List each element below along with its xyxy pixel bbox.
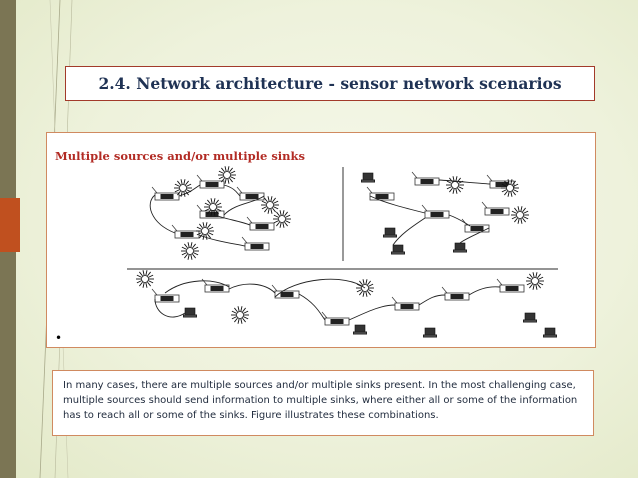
sensor-node xyxy=(496,278,525,293)
description-box: In many cases, there are multiple source… xyxy=(52,370,594,436)
network-scenarios-figure xyxy=(127,166,558,338)
source-burst-icon xyxy=(446,176,464,194)
link-line xyxy=(274,278,366,298)
sensor-node xyxy=(411,171,440,186)
source-burst-icon xyxy=(218,166,236,184)
link-line xyxy=(164,280,230,294)
link-line xyxy=(198,234,246,247)
source-burst-icon xyxy=(273,210,291,228)
source-burst-icon xyxy=(204,198,222,216)
link-line xyxy=(223,195,265,216)
sensor-node xyxy=(321,311,350,326)
link-line xyxy=(178,184,201,197)
link-line xyxy=(418,294,446,306)
figure-panel: Multiple sources and/or multiple sinks • xyxy=(46,132,596,348)
link-line xyxy=(438,179,491,185)
link-line xyxy=(154,298,186,318)
source-burst-icon xyxy=(511,206,529,224)
description-paragraph: In many cases, there are multiple source… xyxy=(63,380,578,421)
sensor-node xyxy=(151,288,180,303)
sink-laptop-icon xyxy=(523,312,537,323)
bullet-marker: • xyxy=(55,331,63,345)
link-line xyxy=(228,283,276,294)
sink-laptop-icon xyxy=(183,307,197,318)
sensor-node xyxy=(481,201,510,216)
source-burst-icon xyxy=(181,242,199,260)
link-line xyxy=(468,286,501,296)
sensor-node xyxy=(196,174,225,189)
link-line xyxy=(149,194,176,234)
source-burst-icon xyxy=(526,272,544,290)
sink-laptop-icon xyxy=(423,327,437,338)
sink-laptop-icon xyxy=(361,172,375,183)
sink-laptop-icon xyxy=(453,242,467,253)
sensor-node xyxy=(151,186,180,201)
sink-laptop-icon xyxy=(353,324,367,335)
sensor-node xyxy=(246,216,275,231)
sensor-node xyxy=(241,236,270,251)
sensor-node xyxy=(441,286,470,301)
link-line xyxy=(214,214,251,226)
sensor-node xyxy=(391,296,420,311)
link-line xyxy=(223,184,241,197)
link-line xyxy=(448,214,471,227)
sensor-node xyxy=(421,204,450,219)
link-line xyxy=(348,304,396,321)
link-line xyxy=(392,217,426,246)
sink-laptop-icon xyxy=(543,327,557,338)
source-burst-icon xyxy=(196,222,214,240)
title-box: 2.4. Network architecture - sensor netwo… xyxy=(65,66,595,101)
sensor-node xyxy=(171,224,200,239)
slide-subtitle: Multiple sources and/or multiple sinks xyxy=(55,149,305,163)
source-burst-icon xyxy=(136,270,154,288)
sink-laptop-icon xyxy=(383,227,397,238)
sensor-node xyxy=(201,278,230,293)
link-line xyxy=(369,195,426,214)
source-burst-icon xyxy=(231,306,249,324)
source-burst-icon xyxy=(501,179,519,197)
left-accent-block xyxy=(0,198,20,252)
sensor-node xyxy=(366,186,395,201)
source-burst-icon xyxy=(261,196,279,214)
sink-laptop-icon xyxy=(391,244,405,255)
slide-title: 2.4. Network architecture - sensor netwo… xyxy=(98,74,562,93)
link-line xyxy=(459,227,490,244)
link-line xyxy=(298,293,326,321)
